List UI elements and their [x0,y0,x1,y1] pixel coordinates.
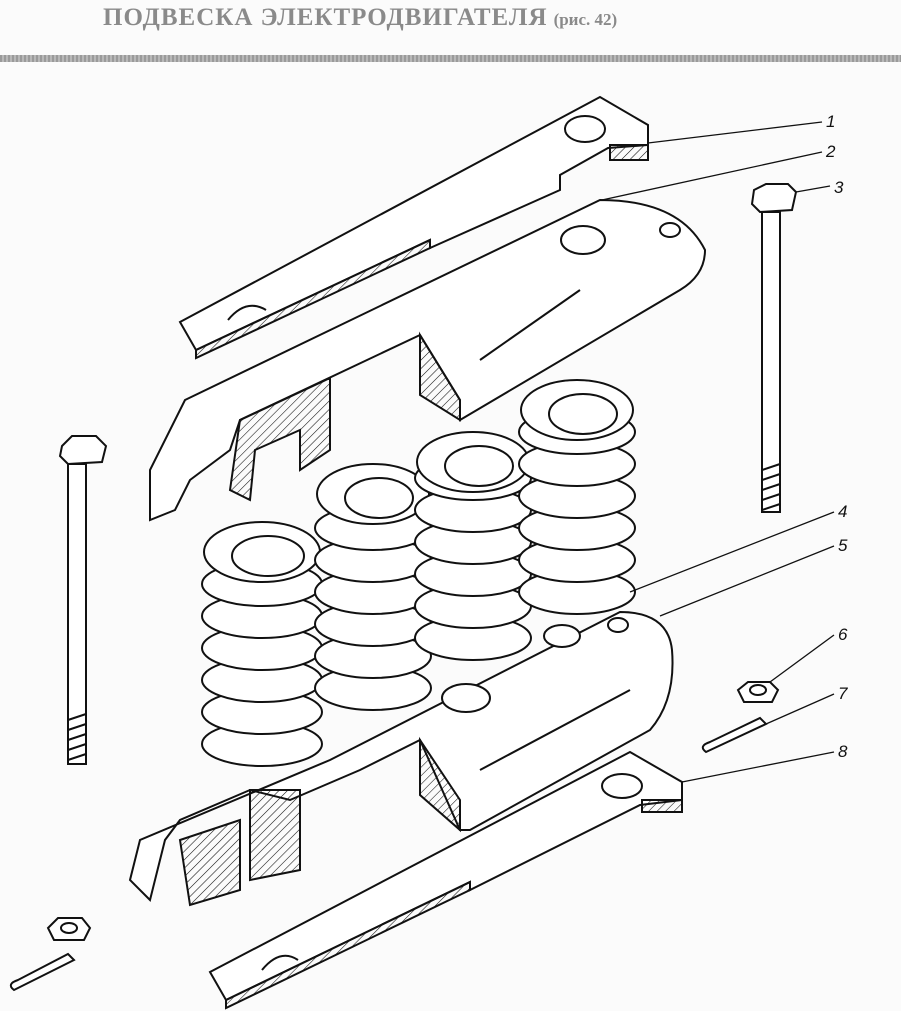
spring-2 [314,463,432,711]
callout-6: 6 [838,625,848,644]
part-1-upper-bar [178,95,649,360]
part-5-lower-bracket [128,610,674,907]
callout-5: 5 [838,536,848,555]
leader-lines [601,121,835,783]
part-7-cotter-pin [701,716,768,754]
spare-nut [46,917,92,941]
callout-2: 2 [825,142,836,161]
spring-4 [518,379,636,615]
exploded-assembly-drawing: 1 2 3 4 5 6 7 8 [9,95,848,1010]
part-6-nut [736,681,780,703]
callout-1: 1 [826,112,835,131]
part-3-upper-bolt [750,183,798,513]
header-rule [0,55,901,62]
callouts: 1 2 3 4 5 6 7 8 [825,112,848,761]
spring-1 [201,521,323,767]
part-2-upper-bracket [149,198,707,522]
left-bolt [58,435,108,765]
spring-3 [414,431,532,661]
spring-group [201,379,636,767]
page-title: ПОДВЕСКА ЭЛЕКТРОДВИГАТЕЛЯ (рис. 42) [103,4,617,32]
title-text: ПОДВЕСКА ЭЛЕКТРОДВИГАТЕЛЯ [103,4,548,31]
page-header: ПОДВЕСКА ЭЛЕКТРОДВИГАТЕЛЯ (рис. 42) [0,0,901,62]
callout-8: 8 [838,742,848,761]
part-8-lower-bar [208,750,683,1010]
spare-cotter-pin [9,952,76,992]
figure-reference: (рис. 42) [553,10,618,29]
callout-3: 3 [834,178,844,197]
callout-7: 7 [838,684,848,703]
callout-4: 4 [838,502,847,521]
